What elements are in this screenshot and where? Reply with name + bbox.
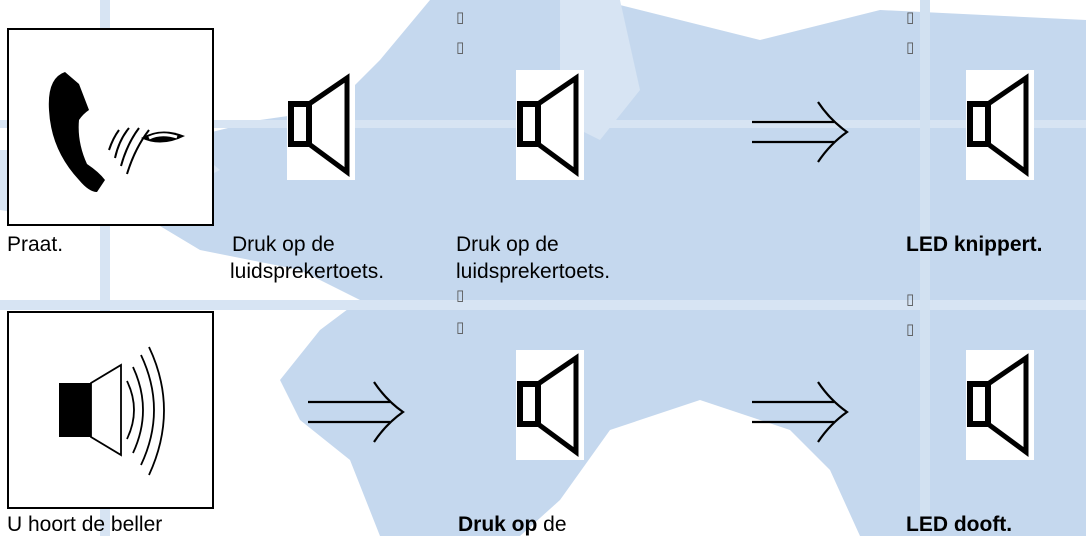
press-rest-text: de <box>537 513 567 536</box>
missing-glyph: ▯ <box>456 286 465 304</box>
loudspeaker-key-icon[interactable] <box>966 350 1034 460</box>
led-status-label: LED dooft. <box>906 511 1012 538</box>
double-right-arrow-icon <box>752 101 849 163</box>
missing-glyph: ▯ <box>906 290 915 308</box>
step-label-press-speaker: Druk op de <box>456 233 559 256</box>
missing-glyph: ▯ <box>456 38 465 56</box>
led-blinks-text: LED knippert. <box>906 233 1043 256</box>
press-bold-text: Druk op <box>458 513 538 536</box>
loudspeaker-key-icon[interactable] <box>966 70 1034 180</box>
loudspeaker-key-icon[interactable] <box>287 70 355 180</box>
loudspeaker-key-icon[interactable] <box>516 350 584 460</box>
step-label-press-speaker: Druk op de <box>232 233 335 256</box>
missing-glyph: ▯ <box>456 318 465 336</box>
loudspeaker-sound-icon <box>59 346 165 476</box>
missing-glyph: ▯ <box>906 320 915 338</box>
step-label-talk: Praat. <box>7 233 64 256</box>
double-right-arrow-icon <box>308 381 405 443</box>
led-status-label: LED knippert. <box>906 231 1043 258</box>
step-label-caller-audible: U hoort de beller <box>7 513 163 536</box>
missing-glyph: ▯ <box>906 8 915 26</box>
step-label-press-speaker-2: luidsprekertoets. <box>456 260 611 283</box>
step-label-press-speaker-2: luidsprekertoets. <box>230 260 385 283</box>
step-label-press: Druk op de <box>458 511 567 538</box>
missing-glyph: ▯ <box>456 8 465 26</box>
loudspeaker-key-icon[interactable] <box>516 70 584 180</box>
led-off-text: LED dooft. <box>906 513 1013 536</box>
missing-glyph: ▯ <box>906 38 915 56</box>
double-right-arrow-icon <box>752 381 849 443</box>
telephone-handset-icon <box>48 72 185 192</box>
caller-audible-illustration <box>7 311 214 509</box>
talk-illustration <box>7 28 214 226</box>
